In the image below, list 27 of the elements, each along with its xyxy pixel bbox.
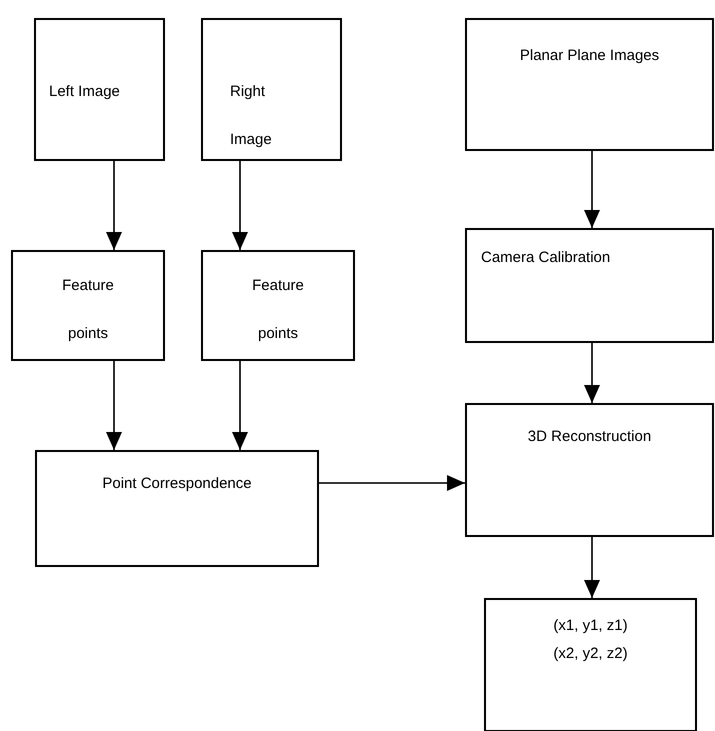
arrow: [584, 537, 600, 598]
arrow: [106, 361, 122, 450]
box-text: Feature points: [61, 276, 115, 344]
box-text: 3D Reconstruction: [526, 427, 652, 447]
box-text: Point Correspondence: [101, 474, 253, 494]
process-box: [484, 598, 697, 731]
arrow: [232, 361, 248, 450]
process-box: [465, 403, 714, 537]
arrow: [319, 475, 465, 491]
box-text: Right Image: [230, 82, 273, 150]
box-text: (x2, y2, z2): [552, 644, 629, 664]
box-text: Feature points: [251, 276, 305, 344]
process-box: [465, 228, 714, 343]
box-text: Left Image: [49, 82, 121, 102]
process-box: [201, 250, 355, 361]
arrow: [584, 343, 600, 403]
arrow: [584, 151, 600, 228]
arrow: [106, 161, 122, 250]
process-box: [201, 18, 342, 161]
process-box: [11, 250, 165, 361]
box-text: Planar Plane Images: [518, 46, 660, 66]
process-box: [34, 18, 165, 161]
process-box: [35, 450, 319, 567]
process-box: [465, 18, 714, 151]
arrow: [232, 161, 248, 250]
box-text: Camera Calibration: [481, 248, 612, 268]
box-text: (x1, y1, z1): [552, 616, 629, 636]
